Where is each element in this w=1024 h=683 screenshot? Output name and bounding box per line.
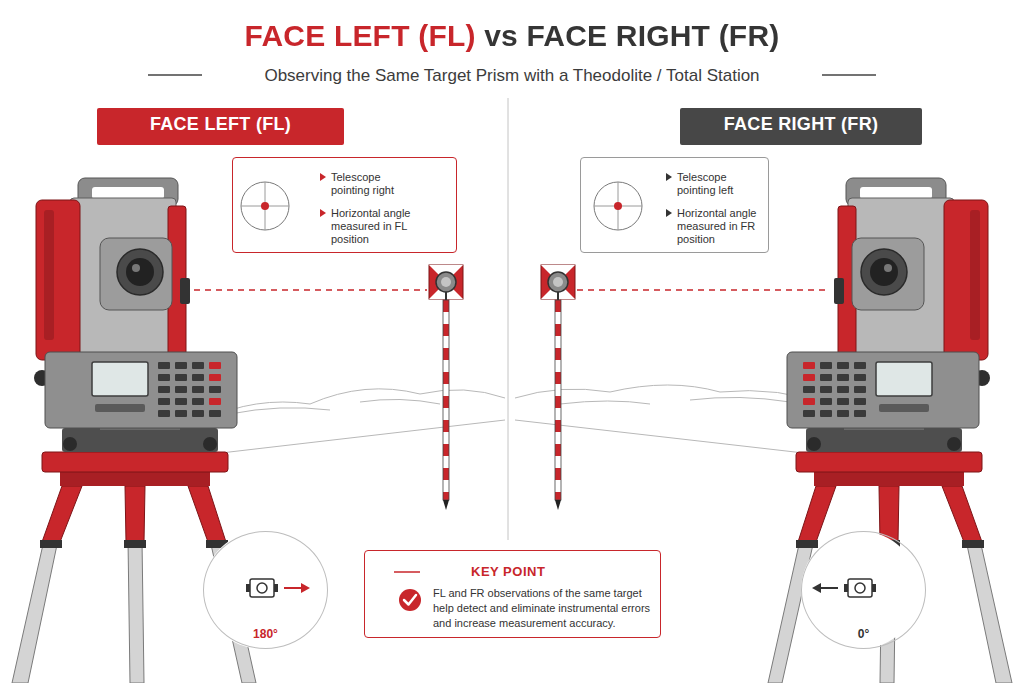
rotation-icon xyxy=(246,579,310,597)
landscape xyxy=(515,385,830,406)
landscape xyxy=(560,397,790,404)
rotation-icon xyxy=(872,584,876,592)
face-right-banner: FACE RIGHT (FR) xyxy=(680,108,922,145)
key-point-icon xyxy=(394,571,420,573)
crosshair-icon xyxy=(614,202,622,210)
line-of-sight xyxy=(577,289,830,291)
face-left-rotation-circle: 180° xyxy=(203,531,328,649)
face-left-info-box: Telescope pointing rightHorizontal angle… xyxy=(232,157,457,253)
prism-target-right xyxy=(541,265,575,510)
title: FACE LEFT (FL) vs FACE RIGHT (FR) xyxy=(0,18,1024,54)
key-point-icon xyxy=(394,572,421,611)
key-point-heading: KEY POINT xyxy=(471,564,545,580)
title-text: FACE LEFT (FL) vs FACE RIGHT (FR) xyxy=(245,19,780,52)
key-point-icon xyxy=(399,589,421,611)
landscape xyxy=(195,385,830,456)
rotation-icon xyxy=(284,587,302,589)
key-point-text: FL and FR observations of the same targe… xyxy=(433,586,651,631)
crosshair-icon xyxy=(594,182,642,230)
info-text: Horizontal angle measured in FL position xyxy=(331,207,415,246)
rotation-icon xyxy=(203,531,919,649)
rotation-icon xyxy=(246,584,250,592)
face-right-rotation-circle: 0° xyxy=(801,531,926,649)
banner-label: FACE LEFT (FL) xyxy=(150,108,291,141)
face-right-info-box: Telescope pointing leftHorizontal angle … xyxy=(580,157,769,253)
crosshair-icon xyxy=(241,182,289,230)
rotation-icon xyxy=(257,583,267,593)
line-of-sight xyxy=(194,289,427,291)
crosshair-icon xyxy=(261,202,269,210)
prism-target-left xyxy=(429,265,463,510)
divider-line xyxy=(508,98,509,540)
degree-label: 0° xyxy=(802,627,925,641)
info-text: Horizontal angle measured in FR position xyxy=(677,207,761,246)
crosshair-icon xyxy=(241,182,642,230)
face-left-banner: FACE LEFT (FL) xyxy=(97,108,344,145)
degree-label: 180° xyxy=(204,627,327,641)
landscape xyxy=(195,420,505,456)
rotation-icon xyxy=(812,579,876,597)
info-text: Telescope pointing right xyxy=(331,171,415,197)
rotation-icon xyxy=(812,583,821,593)
rotation-icon xyxy=(844,584,848,592)
key-point-box: KEY POINT FL and FR observations of the s… xyxy=(364,550,661,638)
key-point-icon xyxy=(404,595,416,605)
banner-label: FACE RIGHT (FR) xyxy=(724,108,879,141)
line-of-sight xyxy=(194,289,830,291)
subtitle: Observing the Same Target Prism with a T… xyxy=(0,65,1024,87)
subtitle-rule xyxy=(822,74,876,76)
total-station-face-right xyxy=(768,178,1012,683)
landscape xyxy=(515,420,830,456)
rotation-icon xyxy=(250,579,274,597)
rotation-icon xyxy=(301,583,310,593)
rotation-icon xyxy=(820,587,838,589)
landscape xyxy=(230,399,440,414)
rotation-icon xyxy=(855,583,865,593)
rotation-icon xyxy=(274,584,278,592)
landscape xyxy=(205,389,505,420)
info-text: Telescope pointing left xyxy=(677,171,761,197)
rotation-icon xyxy=(848,579,872,597)
subtitle-rule xyxy=(148,74,202,76)
